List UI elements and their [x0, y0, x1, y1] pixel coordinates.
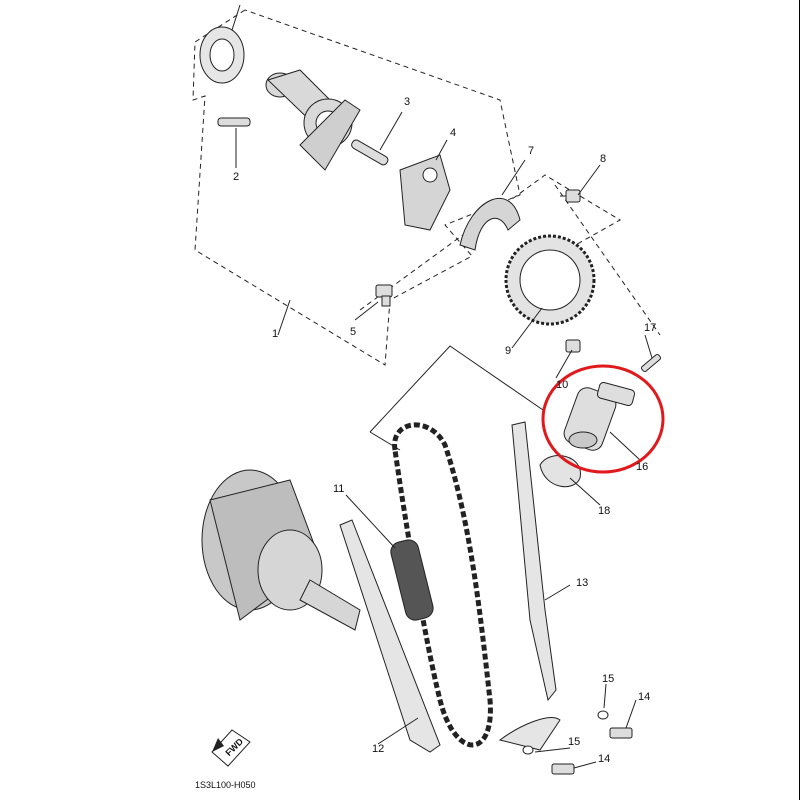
part-label-15: 15	[602, 673, 614, 685]
bolt-part-17	[640, 353, 662, 373]
part-label-12: 12	[372, 743, 384, 755]
part-label-14: 14	[598, 753, 610, 765]
part-label-16: 16	[636, 461, 648, 473]
part-label-7: 7	[528, 145, 534, 157]
part-label-11: 11	[333, 483, 344, 495]
chain-guide-12-part	[339, 519, 441, 753]
bolt-part-14b	[551, 763, 575, 775]
chain-guide-13-part	[498, 421, 561, 751]
pin-part	[217, 117, 251, 127]
camshaft-part	[265, 69, 361, 171]
part-label-9: 9	[505, 345, 511, 357]
highlight-circle	[541, 364, 665, 474]
part-label-4: 4	[450, 127, 456, 139]
part-label-13: 13	[576, 577, 588, 589]
cam-sprocket-part	[504, 234, 596, 326]
decompressor-part	[399, 154, 451, 231]
part-label-8: 8	[600, 153, 606, 165]
forward-direction-badge: FWD	[211, 729, 251, 767]
part-label-15: 15	[568, 736, 580, 748]
bolt-part-8	[560, 189, 581, 203]
part-label-14: 14	[638, 691, 650, 703]
bolt-part-14a	[609, 727, 633, 739]
camshaft-group-outline	[192, 9, 661, 366]
bearing-part	[199, 26, 245, 84]
crankshaft-part	[201, 469, 361, 631]
leader-lines	[231, 4, 653, 769]
cam-chain-tensioner-part	[563, 382, 636, 451]
guide-plate-part	[459, 198, 521, 251]
cam-chain-part	[392, 422, 493, 748]
washer-part-15b	[522, 745, 534, 755]
part-label-18: 18	[598, 505, 610, 517]
part-label-2: 2	[233, 171, 239, 183]
part-label-3: 3	[404, 96, 410, 108]
crank-sprocket-part	[390, 539, 434, 621]
bolt-part-10	[565, 339, 581, 353]
part-label-17: 17	[644, 322, 656, 334]
part-label-10: 10	[556, 379, 568, 391]
bolt-part-5	[375, 284, 393, 307]
part-label-5: 5	[350, 326, 356, 338]
washer-part-15a	[597, 710, 609, 720]
shaft-part	[351, 139, 389, 166]
part-label-1: 1	[272, 328, 278, 340]
diagram-code: 1S3L100-H050	[195, 780, 256, 790]
